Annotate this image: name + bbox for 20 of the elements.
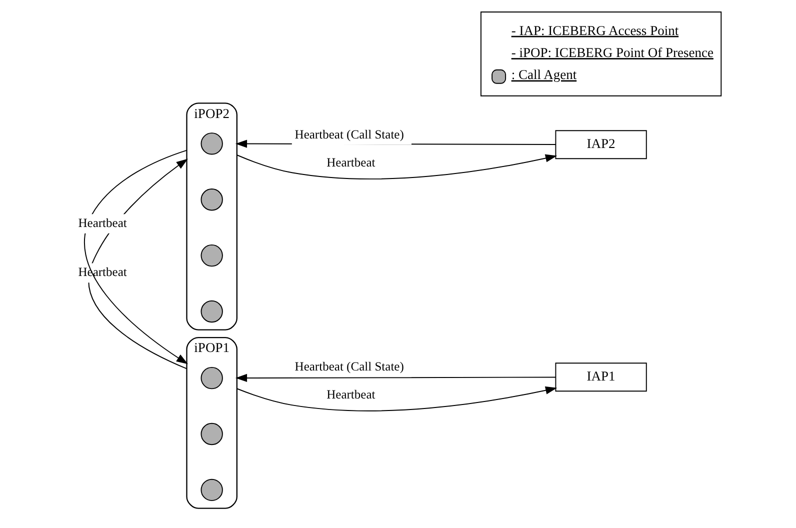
arrow (235, 374, 556, 382)
node-box: IAP2 (555, 130, 647, 160)
edge-label: Heartbeat (78, 216, 127, 230)
node-circle (200, 188, 223, 211)
node-circle (200, 478, 223, 502)
edge-label: Heartbeat (326, 388, 376, 402)
node-circle (200, 300, 223, 323)
node-circle (200, 244, 223, 267)
legend-label: : Call Agent (511, 67, 577, 82)
node-circle (200, 132, 223, 155)
cluster: iPOP2 (186, 102, 238, 330)
edge-label: Heartbeat (326, 155, 376, 170)
legend-label: - iPOP: ICEBERG Point Of Presence (511, 45, 714, 60)
node-circle (200, 366, 223, 390)
legend-label: - IAP: ICEBERG Access Point (511, 22, 679, 38)
cluster: iPOP1 (186, 336, 238, 509)
edge-label: Heartbeat (Call State) (294, 360, 404, 374)
node-box: IAP1 (555, 362, 647, 392)
node-circle (200, 422, 223, 446)
edge-label: Heartbeat (Call State) (294, 127, 404, 142)
